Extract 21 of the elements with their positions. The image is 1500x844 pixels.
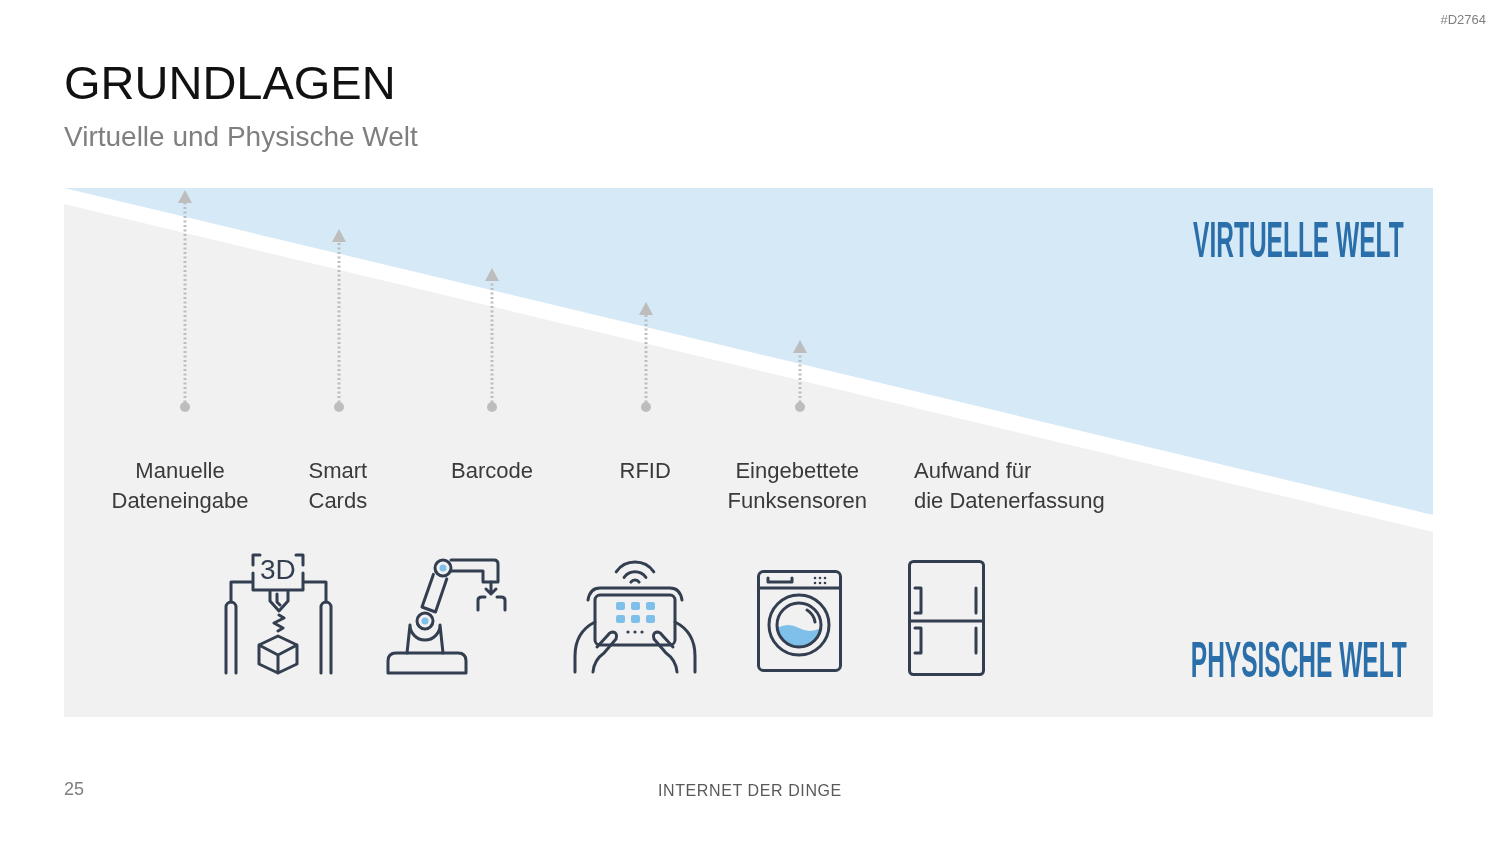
method-label: RFID — [619, 457, 671, 485]
slide-title: GRUNDLAGEN — [64, 55, 396, 111]
area-title: VIRTUELLE WELT — [1193, 215, 1404, 265]
area-title: PHYSISCHE WELT — [1191, 635, 1407, 685]
method-label: Eingebettete Funksensoren — [727, 457, 867, 515]
dotted-arrow — [639, 302, 653, 412]
dotted-arrow — [178, 190, 192, 412]
dotted-arrow — [485, 268, 499, 412]
page-number: 25 — [64, 778, 85, 800]
icon-text: 3D — [260, 554, 296, 586]
footer-text: INTERNET DER DINGE — [658, 781, 842, 801]
slide-subtitle: Virtuelle und Physische Welt — [64, 120, 418, 154]
physical-world-area — [64, 204, 1433, 717]
effort-label: Aufwand für die Datenerfassung — [914, 457, 1105, 515]
slide-code: #D2764 — [1440, 11, 1486, 29]
dotted-arrow — [793, 340, 807, 412]
method-label: Manuelle Dateneingabe — [111, 457, 249, 515]
dotted-arrow — [332, 229, 346, 412]
method-label: Barcode — [451, 457, 533, 485]
virtual-world-area — [64, 188, 1433, 515]
method-label: Smart Cards — [308, 457, 368, 515]
